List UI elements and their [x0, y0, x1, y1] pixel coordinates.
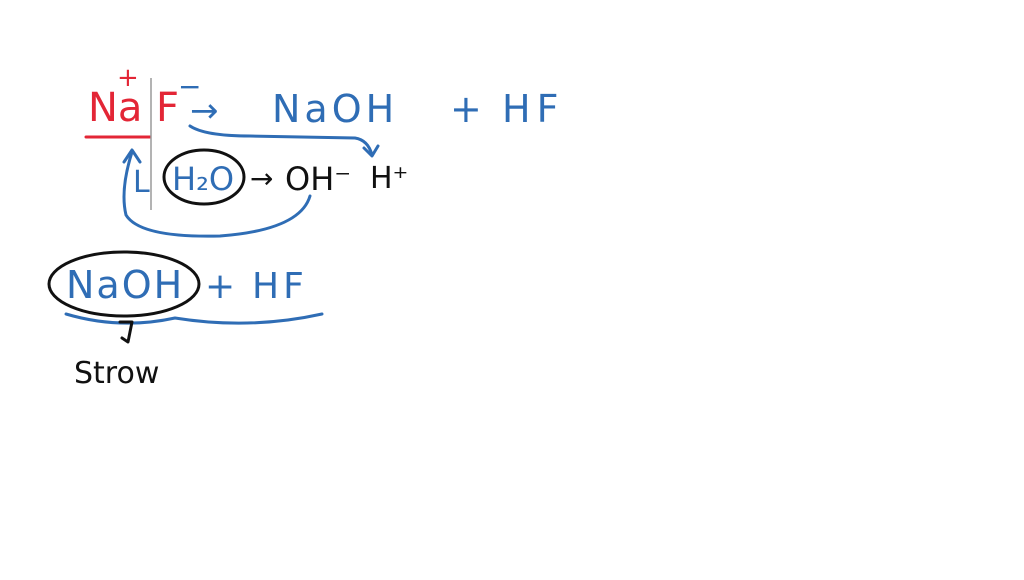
f-charge: − [178, 70, 201, 103]
line3-naoh: NaOH [66, 263, 184, 307]
na-charge: + [117, 63, 139, 93]
reaction-arrow-2: → [250, 162, 273, 195]
water-circle [162, 148, 246, 206]
reaction-arrow-1: → [190, 91, 219, 131]
proton: H⁺ [370, 161, 408, 196]
curved-arrow-head-1 [362, 144, 380, 158]
line3-hf: HF [252, 266, 308, 307]
f-symbol: F [156, 85, 179, 131]
plus-sign-3: + [205, 266, 235, 307]
plus-sign-1: + [450, 87, 482, 131]
bracket-l: L [133, 165, 150, 200]
hydroxide-ion: OH⁻ [285, 160, 351, 198]
naoh-circle [47, 250, 201, 318]
product-naoh: NaOH [272, 87, 398, 131]
line3-underline-curve [64, 312, 324, 325]
curved-arrow-oh-to-na [122, 150, 312, 238]
water-formula: H₂O [172, 160, 234, 198]
curved-arrow-head-2 [122, 148, 142, 164]
na-symbol: Na [88, 85, 142, 131]
curved-arrow-f-to-h [188, 124, 374, 157]
pointer-to-note [118, 320, 134, 344]
note-text: Strow [74, 356, 159, 391]
product-hf: HF [502, 87, 564, 131]
